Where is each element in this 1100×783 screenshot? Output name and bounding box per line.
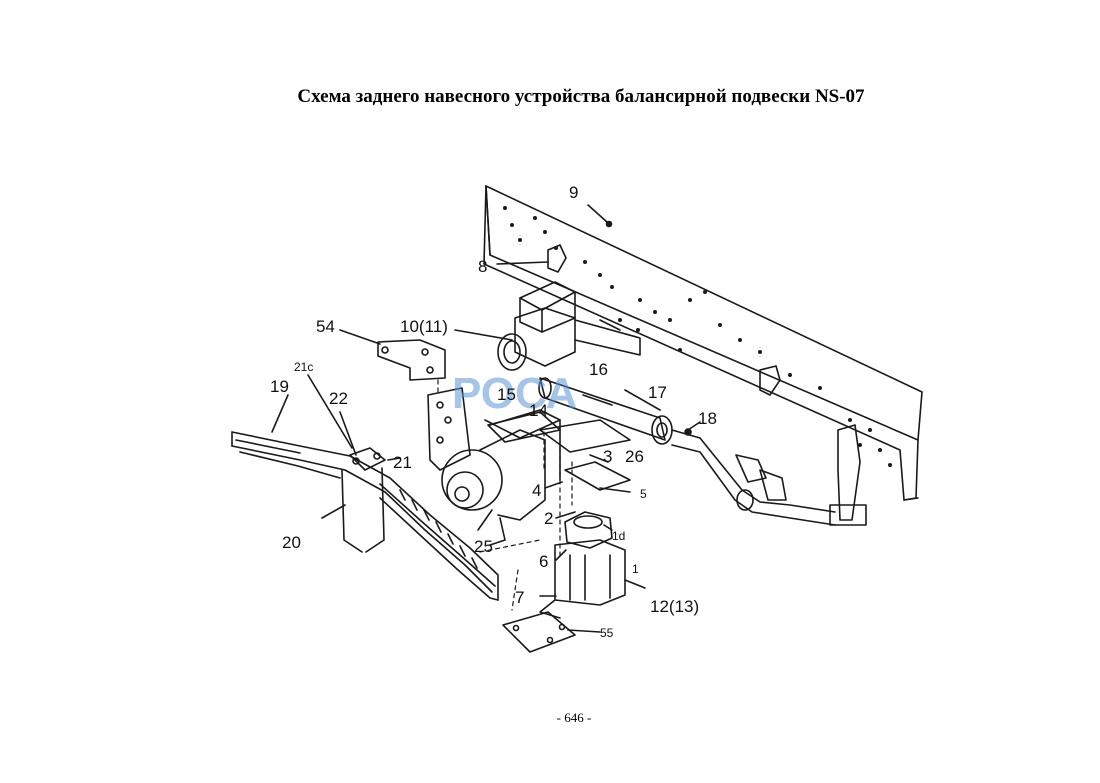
bracket-part-54 (377, 339, 446, 381)
diagram-title: Схема заднего навесного устройства балан… (297, 86, 865, 107)
axle-tube (538, 377, 836, 526)
callout-17: 17 (648, 383, 667, 402)
callout-4: 4 (532, 481, 541, 500)
callout-5: 5 (640, 487, 647, 501)
callout-55: 55 (600, 626, 614, 640)
callout-10-11: 10(11) (400, 317, 448, 336)
callout-26: 26 (625, 447, 644, 466)
callout-14: 14 (529, 401, 548, 420)
callout-6: 6 (539, 552, 548, 571)
callout-3: 3 (603, 447, 612, 466)
callout-15: 15 (497, 385, 516, 404)
leaf-spring (231, 431, 499, 601)
callout-21c: 21c (294, 360, 313, 374)
callout-9: 9 (569, 183, 578, 202)
callout-1d: 1d (612, 529, 625, 543)
upper-bracket-assembly (497, 281, 641, 371)
bottom-plate-55 (502, 611, 601, 653)
spring-clamp (341, 447, 401, 553)
callout-16: 16 (589, 360, 608, 379)
callout-25: 25 (474, 537, 493, 556)
callout-8: 8 (478, 257, 487, 276)
callout-54: 54 (316, 317, 335, 336)
callout-19: 19 (270, 377, 289, 396)
callout-12-13: 12(13) (650, 597, 699, 616)
callout-20: 20 (282, 533, 301, 552)
callout-7: 7 (515, 588, 524, 607)
frame-rail (483, 185, 923, 526)
callout-1: 1 (632, 562, 639, 576)
page-number: - 646 - (556, 710, 592, 725)
callout-18: 18 (698, 409, 717, 428)
callout-22: 22 (329, 389, 348, 408)
callout-2: 2 (544, 509, 553, 528)
spring-seat-assembly (539, 511, 646, 619)
callout-21: 21 (393, 453, 412, 472)
watermark: РОСА (452, 369, 577, 418)
